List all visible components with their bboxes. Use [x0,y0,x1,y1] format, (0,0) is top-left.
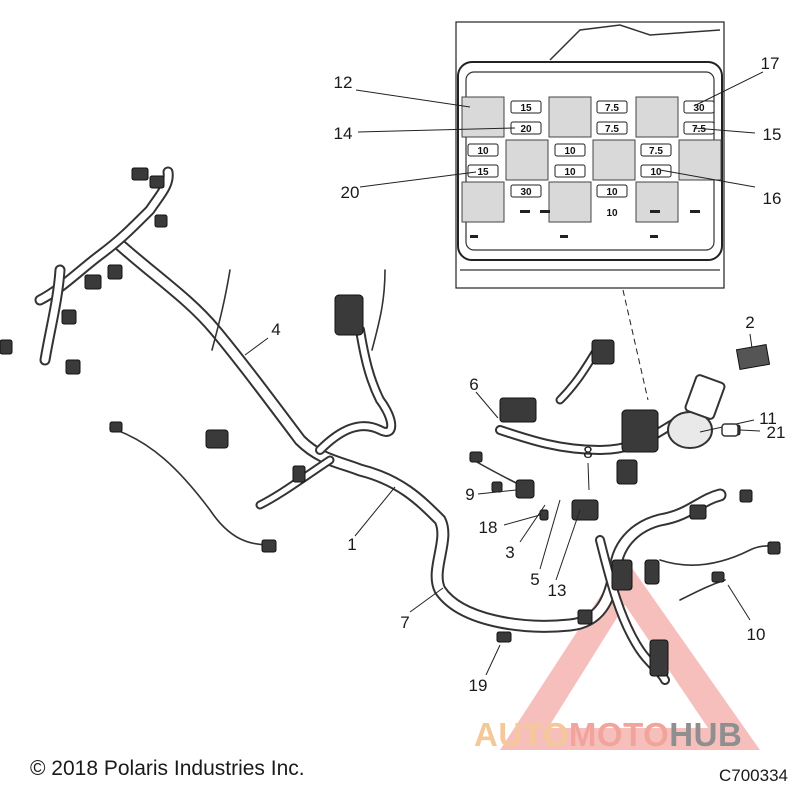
callout-11: 11 [759,409,777,428]
callout-8: 8 [583,443,592,462]
inset-leader-dashed [622,289,649,401]
callout-16: 16 [763,189,782,208]
callout-10: 10 [747,625,766,644]
fuse-box-inset: 15 20 7.5 7.5 30 7.5 10 10 7.5 15 10 10 … [455,21,725,289]
callout-18: 18 [479,518,498,537]
callout-14: 14 [334,124,353,143]
callout-9: 9 [465,485,474,504]
callout-labels: 1 2 3 4 5 6 7 8 9 10 11 12 13 14 15 16 1… [271,54,785,695]
callout-21: 21 [767,423,786,442]
fuse-6-rating: 7.5 [692,124,706,135]
fuse-12-rating: 10 [650,167,662,178]
watermark-part-moto: MOTO [568,716,670,753]
callout-7: 7 [400,613,409,632]
part-21-cap [721,423,739,437]
fuse-15-rating: 10 [606,208,618,219]
callout-19: 19 [469,676,488,695]
fuse-3-rating: 7.5 [605,103,619,114]
fuse-8-rating: 10 [564,146,576,157]
callout-15: 15 [763,125,782,144]
drawing-number: C700334 [718,766,788,785]
callout-5: 5 [530,570,539,589]
callout-6: 6 [469,375,478,394]
callout-leaders [244,71,764,676]
fuse-4-rating: 7.5 [605,124,619,135]
callout-17: 17 [761,54,780,73]
part-2-block [735,343,771,371]
fuse-10-rating: 7.5 [649,146,663,157]
copyright-notice: © 2018 Polaris Industries Inc. [30,757,305,780]
watermark-triangle [500,558,760,750]
fuse-9-rating: 10 [564,167,576,178]
fuse-14-rating: 30 [520,187,532,198]
callout-20: 20 [341,183,360,202]
callout-2: 2 [745,313,754,332]
callout-1: 1 [347,535,356,554]
callout-12: 12 [334,73,353,92]
fuse-5-rating: 30 [693,103,705,114]
watermark-part-hub: HUB [669,716,743,753]
part-11-grommet [667,374,726,449]
fuse-1-rating: 15 [520,103,532,114]
fuse-2-rating: 20 [520,124,532,135]
harness-connectors [0,167,781,677]
callout-4: 4 [271,320,280,339]
fuse-11-rating: 15 [477,167,489,178]
watermark-logo-text: AUTOMOTOHUB [474,716,742,754]
callout-3: 3 [505,543,514,562]
callout-13: 13 [548,581,567,600]
main-harness [34,166,727,685]
watermark-part-auto: AUTO [474,716,569,753]
fuse-7-rating: 10 [477,146,489,157]
fuse-13-rating: 10 [606,187,618,198]
